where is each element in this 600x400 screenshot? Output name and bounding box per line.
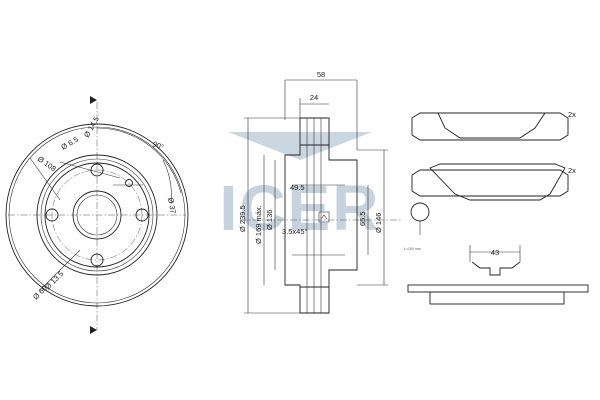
dim-outer-diameter: Ø 239.5 <box>238 205 247 232</box>
friction-ring-bottom <box>299 286 330 314</box>
pad-bottom-backing <box>411 169 569 197</box>
angle-arc <box>96 127 182 194</box>
dim-d37: Ø 37 <box>166 197 178 215</box>
dim-d6-5: Ø 6.5 <box>60 135 80 152</box>
leader-a <box>59 161 121 179</box>
disc-outer-bevel <box>8 126 186 304</box>
cooling-vanes <box>306 118 322 313</box>
dim-friction-ring: Ø 169 máx. <box>254 205 263 244</box>
small-hole-arc <box>162 159 172 205</box>
disc-outer-edge <box>5 123 189 307</box>
dim-pad-width: 24 <box>310 93 318 102</box>
leader-b <box>29 157 61 201</box>
pad-side-friction <box>429 291 565 305</box>
locating-hole <box>125 179 133 187</box>
dim-angle-90: 90° <box>151 139 165 151</box>
center-bore <box>72 190 122 240</box>
wear-note: L=190 mm <box>404 247 421 251</box>
spring-clip <box>471 261 521 276</box>
hat-inner-wall <box>328 145 358 287</box>
pad-bottom-friction <box>429 163 566 201</box>
leader-c <box>39 249 81 291</box>
arrow-bottom <box>90 326 97 334</box>
center-bore-chamfer <box>76 194 118 236</box>
bolt-hole-right <box>135 208 149 222</box>
wear-indicator <box>410 202 430 222</box>
brake-pads-view: 2x 2x L=190 mm 43 <box>404 110 589 305</box>
qty-top: 2x <box>568 110 576 119</box>
qty-bottom: 2x <box>568 166 576 175</box>
disc-front-view: Ø 14.5 Ø 6.5 Ø 108 90° Ø 37 Ø 13.5 Ø 60 <box>5 96 189 334</box>
dim-height: 49.5 <box>290 183 305 192</box>
disc-section-view: 58 24 49.5 3.5x45° Ø 239.5 Ø 169 máx. Ø … <box>238 70 402 314</box>
dim-overall-width: 58 <box>317 70 325 79</box>
hat-step <box>40 158 154 272</box>
dim-chamfer: 3.5x45° <box>282 227 308 236</box>
pad-side-backing <box>407 284 589 293</box>
dim-center: 65.5 <box>358 211 367 226</box>
bolt-circle <box>51 169 143 261</box>
hat-edge <box>44 162 150 268</box>
watermark-text: ICER <box>220 172 381 244</box>
friction-ring-inner <box>36 154 158 276</box>
arrow-top <box>90 96 97 104</box>
section-marker-arrow <box>320 214 328 220</box>
pad-top-backing <box>411 112 569 141</box>
icer-watermark: ICER <box>220 132 381 244</box>
dim-hub: Ø 136 <box>265 210 274 230</box>
bolt-hole-bottom <box>90 253 104 267</box>
dim-bore: Ø 146 <box>374 213 383 233</box>
bolt-hole-left <box>45 208 59 222</box>
hat-outer-wall <box>284 145 301 287</box>
section-marker-box <box>318 211 330 223</box>
dim-clip-width: 43 <box>491 248 499 257</box>
pad-top-friction <box>425 112 555 139</box>
